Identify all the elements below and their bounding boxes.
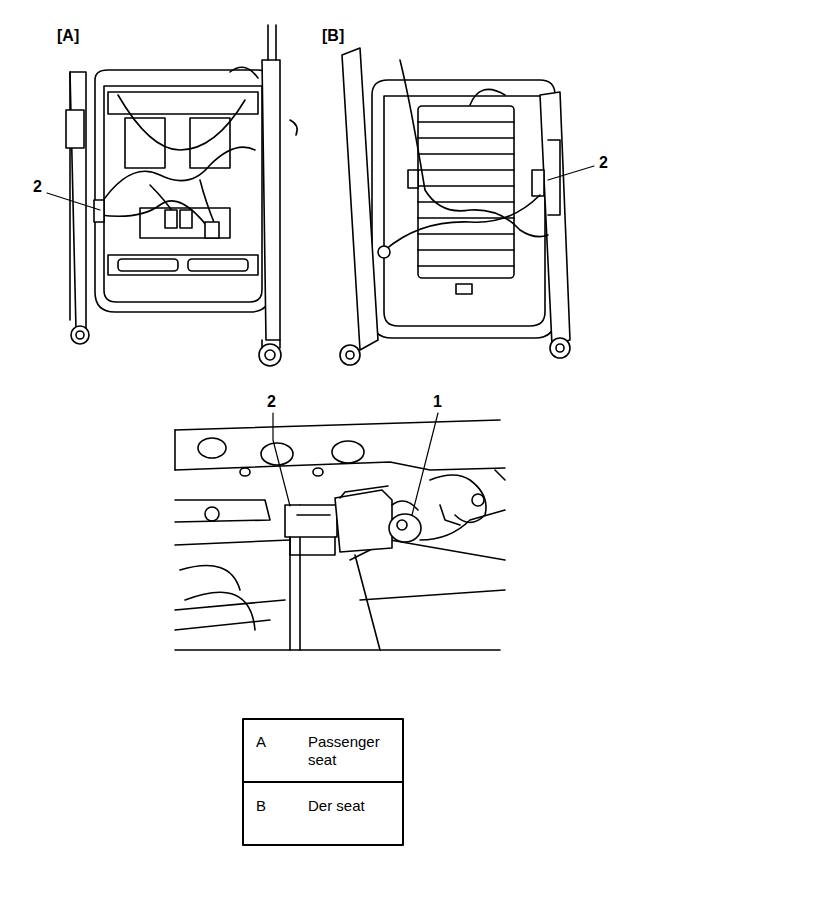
- driver-seat-frame: [340, 48, 570, 365]
- connector-detail: [175, 420, 505, 650]
- callout-number: 2: [599, 154, 608, 172]
- view-label: [B]: [322, 27, 344, 45]
- callout-number: 2: [267, 393, 276, 411]
- leader-lines: [47, 166, 594, 515]
- table-cell: Passenger seat: [308, 733, 396, 769]
- legend-table: [243, 719, 403, 845]
- table-key: B: [256, 797, 266, 815]
- passenger-seat-frame: [66, 25, 297, 366]
- callout-number: 1: [433, 393, 442, 411]
- table-key: A: [256, 733, 266, 751]
- callout-number: 2: [33, 178, 42, 196]
- table-cell: Der seat: [308, 797, 396, 815]
- view-label: [A]: [57, 27, 79, 45]
